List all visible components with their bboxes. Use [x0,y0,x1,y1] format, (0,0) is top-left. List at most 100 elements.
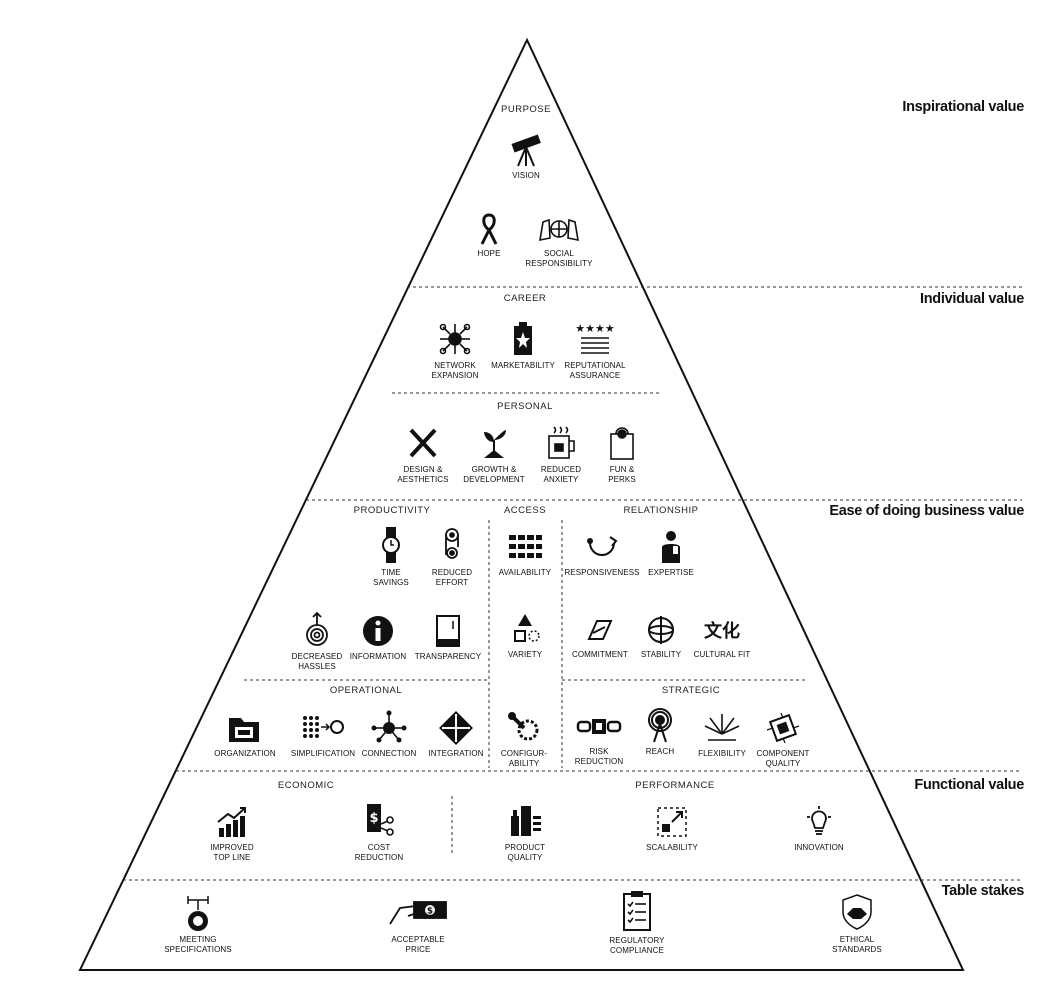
item-growth-development: GROWTH & DEVELOPMENT [446,424,542,484]
rising-bars-icon [217,807,246,837]
section-performance: PERFORMANCE [635,780,715,791]
chain-lock-icon [576,719,622,734]
meeting-specifications-label: MEETING SPECIFICATIONS [164,935,232,954]
section-relationship: RELATIONSHIP [623,505,699,516]
component-quality-label: COMPONENT QUALITY [756,749,810,768]
item-organization: ORGANIZATION [197,710,293,759]
item-stability: STABILITY [613,613,709,660]
pencil-ruler-icon [409,428,437,458]
battery-icon [514,322,532,355]
gyroscope-icon [648,616,674,644]
gift-bag-icon [610,427,634,460]
antenna-icon [648,708,672,743]
item-reduced-effort: REDUCED EFFORT [404,525,500,587]
tier-ease-label: Ease of doing business value [829,503,1024,519]
section-personal: PERSONAL [497,401,553,412]
regulatory-compliance-label: REGULATORY COMPLIANCE [609,936,665,955]
item-meeting-specifications: MEETING SPECIFICATIONS [150,894,246,954]
info-icon [363,616,393,646]
innovation-label: INNOVATION [794,843,844,852]
item-ethical-standards: ETHICAL STANDARDS [809,892,905,954]
ribbon-icon [480,213,498,245]
integration-label: INTEGRATION [428,749,484,758]
tier-table-stakes-label: Table stakes [941,883,1025,899]
handshake-icon [587,620,613,640]
reputational-assurance-label: REPUTATIONAL ASSURANCE [564,361,626,380]
time-savings-label: TIME SAVINGS [373,568,409,587]
section-productivity: PRODUCTIVITY [353,505,431,516]
tea-cup-icon [548,426,575,459]
information-label: INFORMATION [349,652,407,661]
grid-icon [509,535,542,558]
item-risk-reduction: RISK REDUCTION [551,710,647,766]
item-integration: INTEGRATION [408,710,504,759]
item-innovation: INNOVATION [771,804,867,853]
design-aesthetics-label: DESIGN & AESTHETICS [397,465,449,484]
price-tag-scissors-icon: $ [367,804,394,836]
sprout-icon [484,430,506,458]
cultural-fit-label: CULTURAL FIT [693,650,751,659]
cost-reduction-label: COST REDUCTION [354,843,404,862]
tier-inspirational-label: Inspirational value [902,99,1024,115]
telescope-icon [511,134,541,167]
item-configurability: CONFIGUR- ABILITY [476,710,572,768]
item-responsiveness: RESPONSIVENESS [554,529,650,578]
transparency-label: TRANSPARENCY [414,652,482,661]
svg-text:$: $ [427,907,433,917]
lightbulb-icon [807,806,831,835]
item-fun-perks: FUN & PERKS [574,424,670,484]
improved-top-line-label: IMPROVED TOP LINE [210,843,254,862]
growth-development-label: GROWTH & DEVELOPMENT [463,465,525,484]
organization-label: ORGANIZATION [214,749,276,758]
item-connection: CONNECTION [341,710,437,759]
connection-label: CONNECTION [361,749,417,758]
item-simplification: SIMPLIFICATION [275,710,371,759]
item-variety: VARIETY [477,611,573,660]
item-commitment: COMMITMENT [552,613,648,660]
item-reputational-assurance: ★★★★ REPUTATIONAL ASSURANCE [547,320,643,380]
svg-text:★★★★: ★★★★ [575,322,615,335]
item-decreased-hassles: DECREASED HASSLES [269,611,365,671]
stability-label: STABILITY [640,650,682,659]
marketability-label: MARKETABILITY [491,361,555,370]
wrench-gear-icon [508,712,539,741]
folder-icon [229,718,259,742]
handshake-shield-icon [842,894,872,930]
item-availability: AVAILABILITY [477,529,573,578]
item-reduced-anxiety: REDUCED ANXIETY [513,424,609,484]
ethical-standards-label: ETHICAL STANDARDS [832,935,882,954]
acceptable-price-label: ACCEPTABLE PRICE [391,935,445,954]
chip-icon [766,712,800,744]
svg-text:文化: 文化 [704,620,740,642]
item-cultural-fit: 文化 CULTURAL FIT [674,613,770,660]
flex-burst-icon [704,714,740,741]
caliper-icon [187,896,209,931]
pyramid-outline [78,37,965,971]
pulley-icon [445,528,459,559]
item-social-responsibility: SOCIAL RESPONSIBILITY [511,212,607,268]
hand-money-icon: $ [389,901,447,925]
item-vision: VISION [478,132,574,181]
stars-list-icon: ★★★★ [575,322,615,354]
section-purpose: PURPOSE [501,104,551,115]
vision-label: VISION [512,171,540,180]
reach-label: REACH [645,747,675,756]
shapes-icon [514,614,540,642]
reduced-effort-label: REDUCED EFFORT [431,568,473,587]
hub-icon [371,710,407,743]
culture-characters-icon: 文化 [704,620,740,642]
tier-functional-label: Functional value [914,777,1024,793]
network-expansion-label: NETWORK EXPANSION [431,361,479,380]
item-scalability: SCALABILITY [624,804,720,853]
responsiveness-label: RESPONSIVENESS [564,568,640,577]
item-hope: HOPE [441,212,537,259]
item-cost-reduction: $ COST REDUCTION [331,800,427,862]
item-improved-top-line: IMPROVED TOP LINE [184,804,280,862]
section-career: CAREER [503,293,547,304]
section-economic: ECONOMIC [277,780,335,791]
simplification-label: SIMPLIFICATION [290,749,356,758]
scale-arrow-icon [657,807,687,837]
item-flexibility: FLEXIBILITY [674,710,770,759]
item-information: INFORMATION [330,613,426,662]
